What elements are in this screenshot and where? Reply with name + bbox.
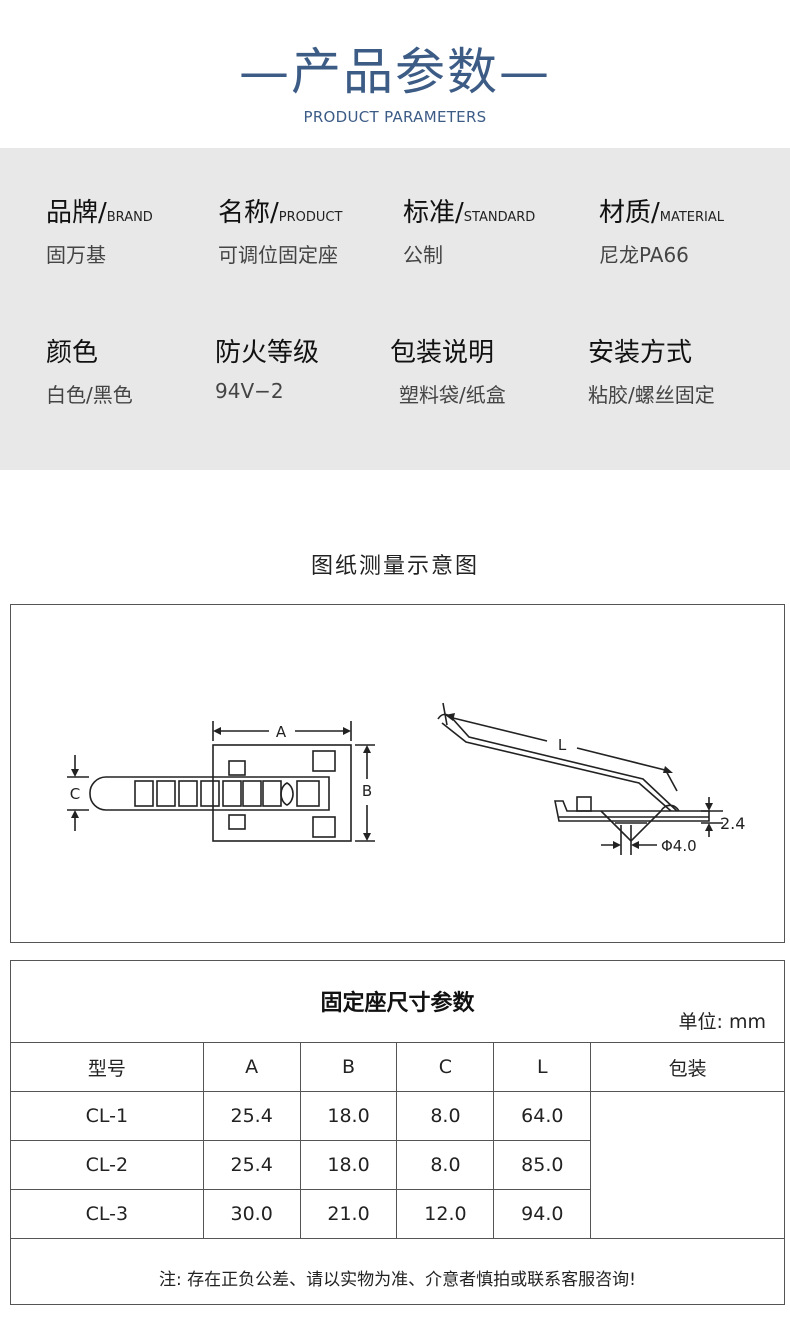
table-row: CL-1 25.4 18.0 8.0 64.0 [10,1091,785,1239]
table-cell: 8.0 [396,1140,495,1190]
table-header: B [299,1042,398,1092]
param-packaging-label: 包装说明 [390,338,495,368]
table-cell: 30.0 [202,1189,301,1239]
page-title: —产品参数— [239,43,551,101]
strap-shape [89,776,330,811]
table-cell: 21.0 [299,1189,398,1239]
dimension-table: 型号 A B C L 包装 CL-1 25.4 18.0 8.0 64.0 CL… [10,1042,785,1239]
param-color-label: 颜色 [46,338,99,368]
param-fire-rating-value: 94V−2 [215,379,284,403]
table-cell: 64.0 [493,1091,592,1141]
param-product: 名称/PRODUCT 可调位固定座 [218,192,342,268]
page-subtitle: PRODUCT PARAMETERS [303,108,487,126]
label-a: A [276,723,287,741]
param-material-label: 材质/MATERIAL [599,198,725,228]
table-header-row: 型号 A B C L 包装 [10,1042,785,1092]
param-install: 安装方式 粘胶/螺丝固定 [588,332,715,408]
table-unit: 单位: mm [678,1011,766,1033]
param-product-value: 可调位固定座 [218,243,338,267]
drawing-box: A B C L 2.4 Φ4.0 [10,604,785,943]
param-color: 颜色 白色/黑色 [46,332,133,408]
table-cell: 12.0 [396,1189,495,1239]
table-header: 包装 [590,1042,785,1092]
table-title: 固定座尺寸参数 [320,991,475,1016]
param-material-value: 尼龙PA66 [599,243,689,267]
table-cell: 25.4 [202,1091,301,1141]
table-cell: 8.0 [396,1091,495,1141]
packaging-cell [590,1091,785,1239]
param-color-value: 白色/黑色 [46,383,133,407]
param-brand-value: 固万基 [46,243,106,267]
table-row: CL-3 30.0 21.0 12.0 94.0 [10,1189,785,1239]
base-plate-shape [212,744,352,842]
table-cell: 94.0 [493,1189,592,1239]
label-l: L [558,736,567,754]
param-packaging: 包装说明 塑料袋/纸盒 [390,332,506,408]
label-b: B [362,782,372,800]
table-cell: 25.4 [202,1140,301,1190]
label-c: C [70,785,80,803]
param-fire-rating: 防火等级 94V−2 [215,332,319,403]
table-cell: CL-1 [10,1091,204,1141]
label-diameter: Φ4.0 [661,837,697,855]
table-header: 型号 [10,1042,204,1092]
table-header: C [396,1042,495,1092]
param-material: 材质/MATERIAL 尼龙PA66 [599,192,724,268]
label-height: 2.4 [720,814,745,833]
table-note: 注: 存在正负公差、请以实物为准、介意者慎拍或联系客服咨询! [159,1270,636,1290]
param-standard-value: 公制 [403,243,443,267]
param-fire-rating-label: 防火等级 [215,338,320,368]
table-cell: 18.0 [299,1091,398,1141]
param-install-label: 安装方式 [588,338,693,368]
param-brand-label: 品牌/BRAND [46,198,153,228]
drawing-title: 图纸测量示意图 [310,554,479,579]
param-product-label: 名称/PRODUCT [218,198,343,228]
table-row: CL-2 25.4 18.0 8.0 85.0 [10,1140,785,1190]
table-header: L [493,1042,592,1092]
dimension-table-box: 固定座尺寸参数 单位: mm 型号 A B C L 包装 CL-1 25.4 1… [10,960,785,1305]
table-cell: CL-3 [10,1189,204,1239]
table-cell: 85.0 [493,1140,592,1190]
param-install-value: 粘胶/螺丝固定 [588,383,715,407]
param-standard: 标准/STANDARD 公制 [403,192,535,268]
dimension-drawing: A B C L 2.4 Φ4.0 [67,702,745,855]
parameter-panel: 品牌/BRAND 固万基 名称/PRODUCT 可调位固定座 标准/STANDA… [0,148,790,470]
param-standard-label: 标准/STANDARD [403,198,536,228]
table-header: A [202,1042,301,1092]
table-cell: 18.0 [299,1140,398,1190]
table-cell: CL-2 [10,1140,204,1190]
param-brand: 品牌/BRAND 固万基 [46,192,153,268]
param-packaging-value: 塑料袋/纸盒 [399,383,506,407]
